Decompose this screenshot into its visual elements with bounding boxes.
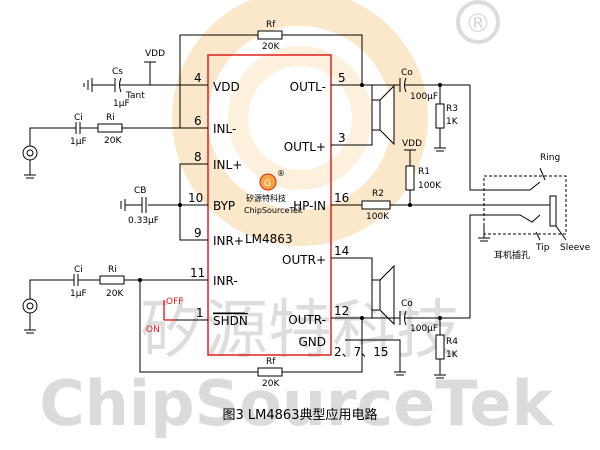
ri-top-name: Ri [106,113,115,123]
pin-num-inl-: 6 [194,114,202,128]
rf-top-resistor [257,30,283,40]
speaker-bottom [371,279,381,311]
pin-label-inl-: INL- [213,122,236,136]
pin-label-outr-: OUTR- [288,313,326,327]
chip-name: LM4863 [245,232,293,246]
pin-num-gnd: 2、7、15 [334,345,389,359]
pin-label-outr+: OUTR+ [282,253,326,267]
pin-label-hpin: HP-IN [293,199,326,213]
rf-top-name: Rf [266,20,276,30]
chip-logo-brand-cjk: 矽源特科技 [246,193,286,203]
rf-top-value: 20K [262,42,280,52]
rf-bottom-resistor [257,367,283,377]
r3-value: 1K [446,117,459,127]
r2-value: 100K [366,212,390,222]
jack-sleeve-label: Sleeve [560,243,591,253]
r4-name: R4 [446,337,458,347]
pin-label-inr-: INR- [213,274,238,288]
pin-label-inl+: INL+ [213,158,242,172]
r1-name: R1 [418,167,430,177]
r3-resistor [435,103,445,129]
chip-logo-icon [259,173,277,191]
vdd-right-label: VDD [402,139,422,149]
jack-tip-label: Tip [535,243,550,253]
co-bottom-value: 100μF [410,324,438,334]
ci-bottom-name: Ci [74,265,83,275]
r4-resistor [435,334,445,360]
watermark-registered-mark: ® [465,9,491,39]
r2-name: R2 [372,189,384,199]
cs-type: Tant [125,91,145,101]
jack-caption: 耳机插孔 [494,249,530,261]
pin-num-outr-: 12 [334,304,349,318]
chip-logo-mark: ® [277,169,285,178]
figure-caption: 图3 LM4863典型应用电路 [223,407,378,423]
pin-label-shdn: SHDN [213,314,248,328]
watermark-ring [172,0,428,246]
pin-label-outl-: OUTL- [290,80,326,94]
pin-num-outl+: 3 [338,131,346,145]
r1-value: 100K [418,181,442,191]
pin-num-inr+: 9 [194,226,202,240]
pin-num-outr+: 14 [334,244,349,258]
speaker-top [371,99,381,131]
pin-label-vdd: VDD [213,80,240,94]
cb-name: CB [134,186,146,196]
ri-bottom-name: Ri [108,265,117,275]
pin-num-outl-: 5 [338,71,346,85]
r3-name: R3 [446,104,458,114]
ci-top-value: 1μF [70,137,87,147]
input-jack-top [22,145,38,161]
jack-ring-label: Ring [540,153,560,163]
ri-top-value: 20K [104,136,122,146]
pin-num-shdn: 1 [196,306,204,320]
pin-label-inr+: INR+ [213,234,244,248]
ri-bottom-resistor [99,275,125,285]
switch-on-label: ON [146,325,160,335]
pin-num-inl+: 8 [194,150,202,164]
vdd-left-label: VDD [145,49,165,59]
ri-bottom-value: 20K [106,289,124,299]
pin-label-gnd: GND [298,335,326,349]
watermark-latin: ChipSourceTek [39,367,554,440]
pin-num-byp: 10 [188,191,203,205]
pin-num-inr-: 11 [190,266,205,280]
pin-num-hpin: 16 [334,191,349,205]
switch-off-label: OFF [166,297,183,307]
ci-bottom-value: 1μF [70,289,87,299]
cb-value: 0.33μF [128,216,159,226]
cs-value: 1μF [113,99,130,109]
co-bottom-name: Co [401,299,413,309]
co-top-value: 100μF [410,92,438,102]
cs-name: Cs [112,67,123,77]
input-jack-bottom [22,298,38,314]
watermark-inner-ring [228,46,372,190]
headphone-jack [483,175,567,235]
ri-top-resistor [97,123,123,133]
pin-label-byp: BYP [213,199,235,213]
rf-bottom-name: Rf [266,357,276,367]
rf-bottom-value: 20K [262,379,280,389]
r1-resistor [405,165,415,191]
chip-logo-g: G [264,179,271,189]
pin-label-outl+: OUTL+ [284,140,326,154]
chip-logo-brand: ChipSourceTek [244,206,303,215]
r4-value: 1K [446,350,459,360]
ci-top-name: Ci [74,113,83,123]
watermark-registered-circle [456,0,500,44]
r2-resistor [361,200,391,210]
pin-num-vdd: 4 [194,71,202,85]
co-top-name: Co [401,68,413,78]
